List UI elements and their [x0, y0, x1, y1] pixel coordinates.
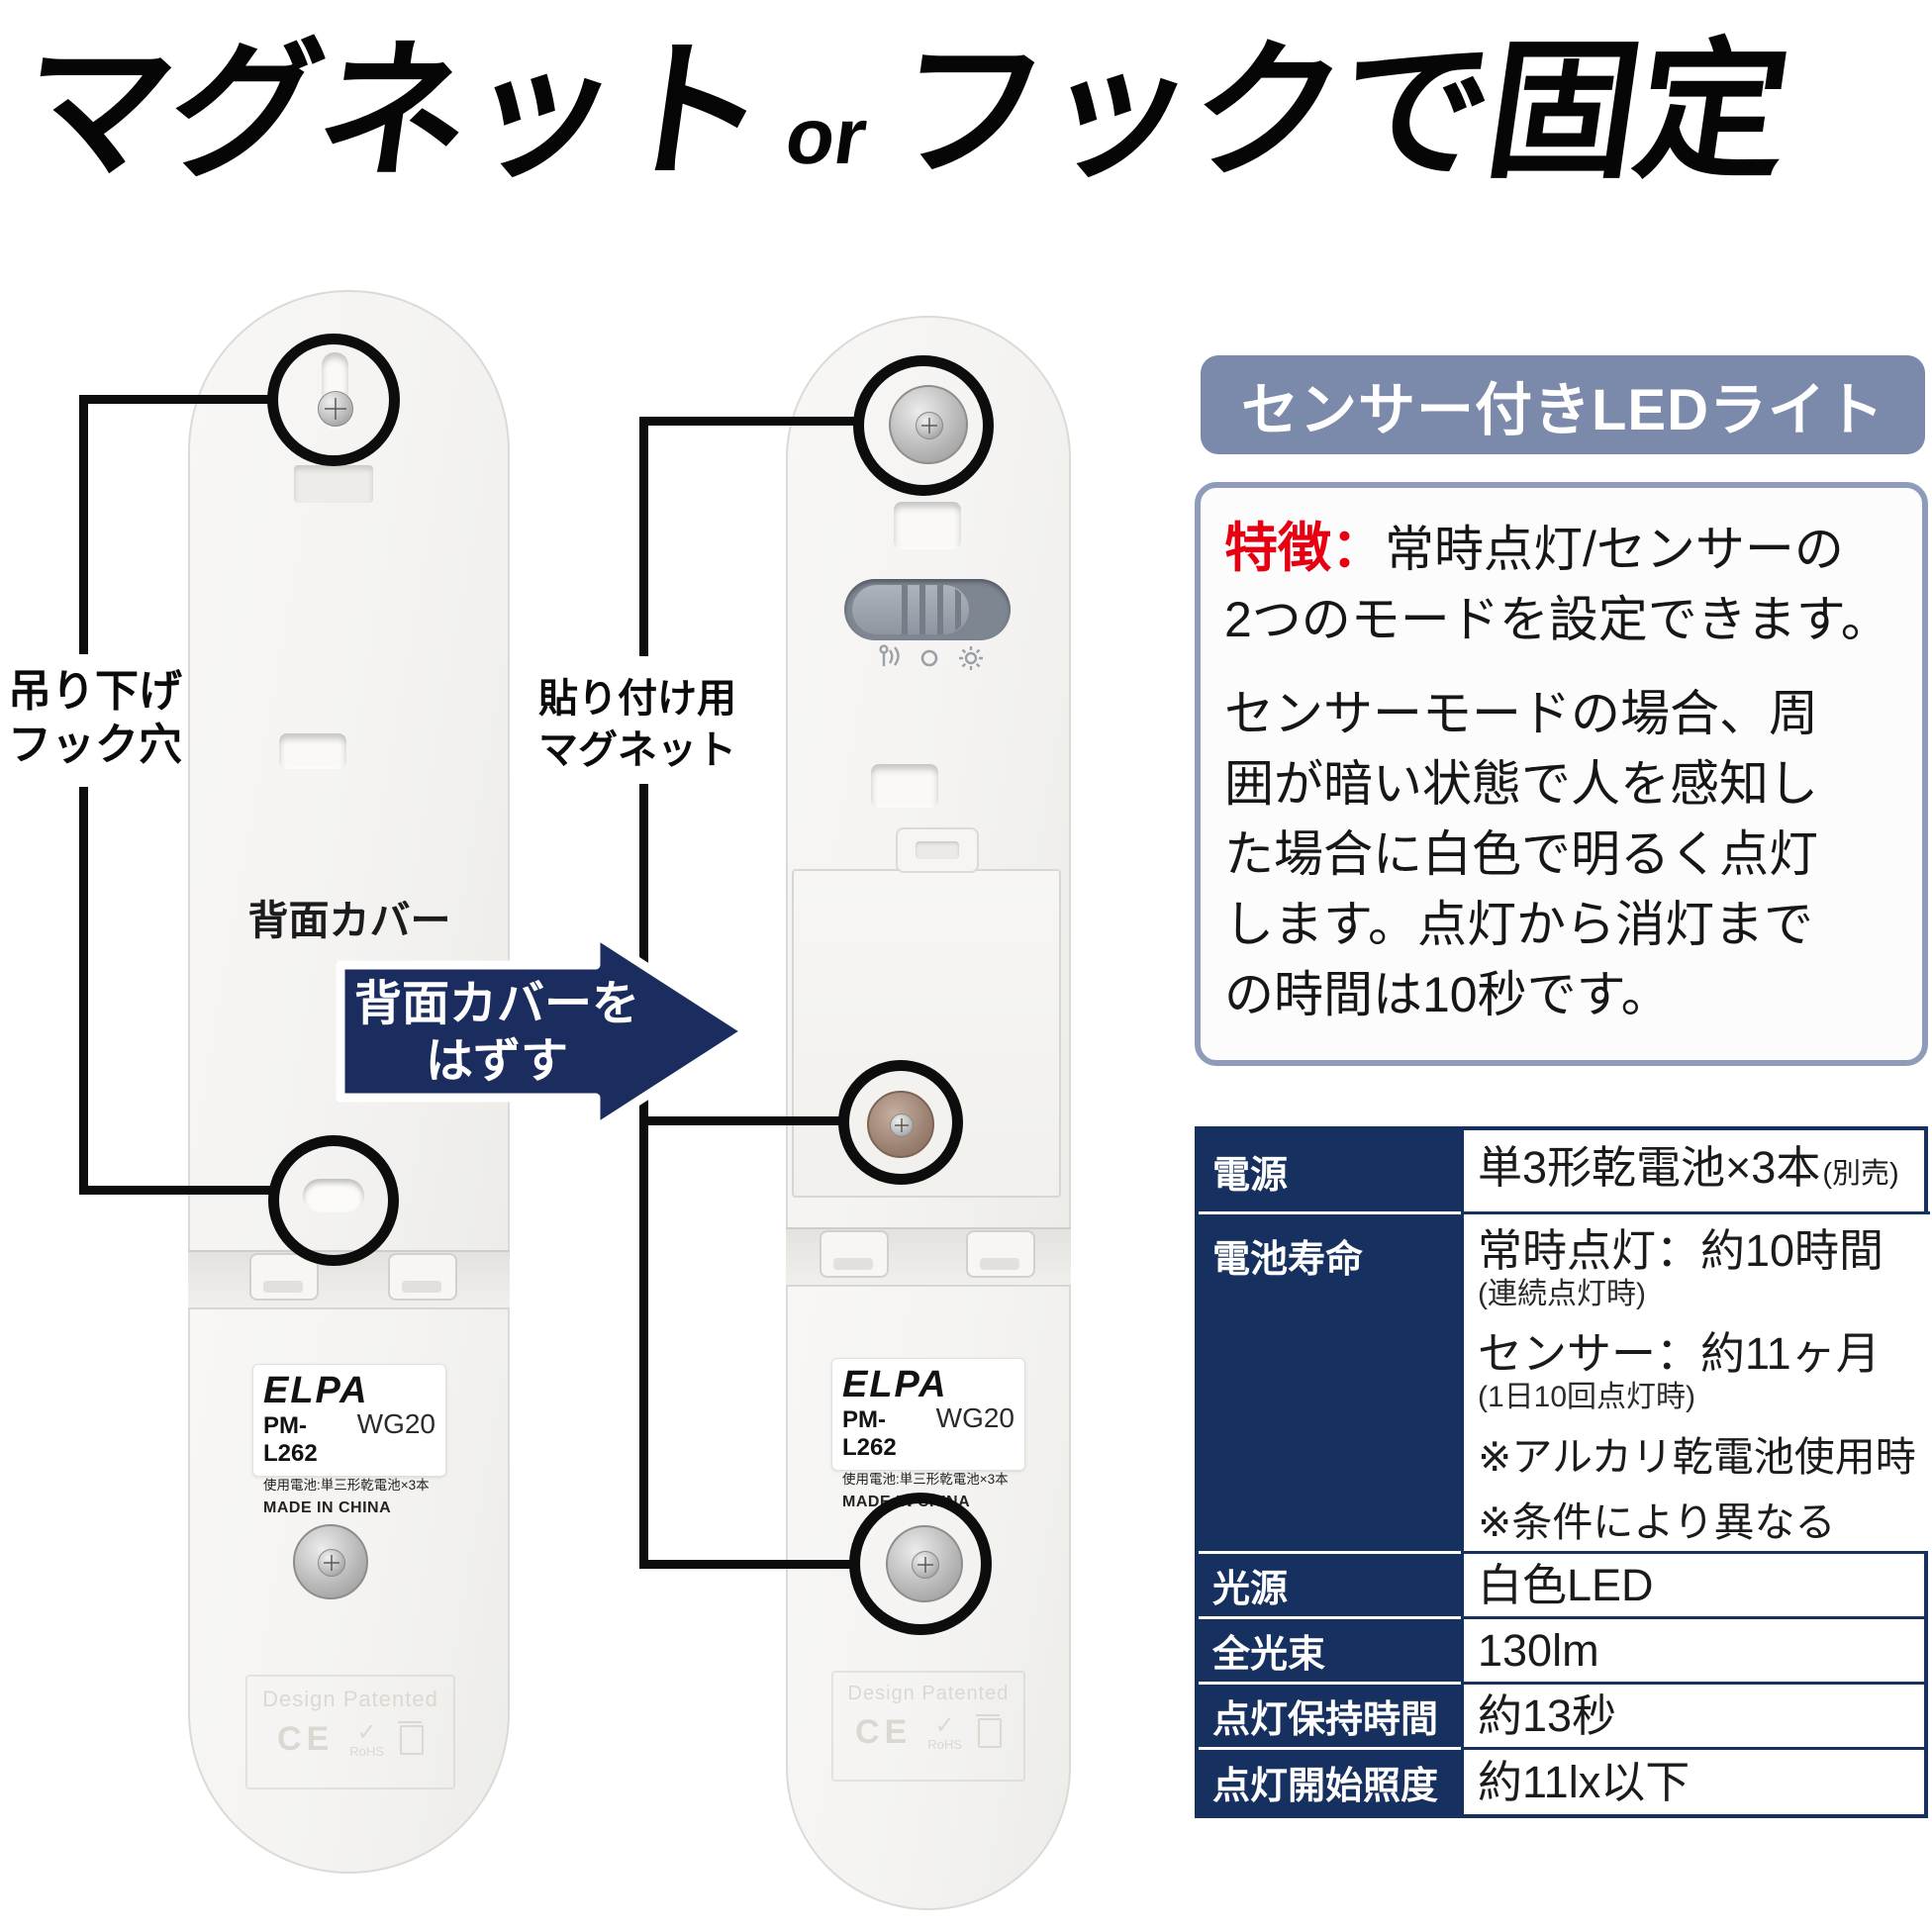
callout-line	[639, 417, 648, 656]
mode-icons	[876, 641, 985, 675]
color-code: WG20	[356, 1408, 435, 1439]
left-hinge-tab	[249, 1253, 319, 1301]
battery-note: 使用電池:単三形乾電池×3本	[842, 1472, 1009, 1487]
annotation-circle-bottom-magnet	[849, 1493, 992, 1635]
embossed-marks-left: Design Patented CE ✓ RoHS	[245, 1675, 455, 1789]
rohs-mark: ✓ RoHS	[349, 1719, 384, 1759]
magnet-label: 貼り付け用 マグネット	[538, 677, 736, 772]
callout-line	[79, 787, 88, 1195]
left-hinge-tab	[388, 1253, 457, 1301]
embossed-marks-right: Design Patented CE ✓ RoHS	[831, 1671, 1025, 1782]
spec-row-start-illuminance: 点灯開始照度 約11lx以下	[1199, 1747, 1924, 1814]
title-magnet: マグネット	[10, 28, 777, 196]
magnet-screw	[318, 1549, 345, 1577]
page-title: マグネット or フックで固定	[8, 18, 1932, 211]
feature-line-4: 囲が暗い状態で人を感知し	[1224, 756, 1818, 812]
callout-line	[639, 417, 855, 426]
origin-note: MADE IN CHINA	[263, 1499, 392, 1516]
feature-line-7: の時間は10秒です。	[1224, 967, 1671, 1022]
light-mode-icon	[959, 646, 983, 670]
spec-row-light-source: 光源 白色LED	[1199, 1551, 1924, 1616]
design-patented-text: Design Patented	[262, 1687, 438, 1711]
magnet-disc	[293, 1524, 368, 1599]
product-label-right: ELPA PM-L262 WG20 使用電池:単三形乾電池×3本 MADE IN…	[831, 1358, 1025, 1510]
annotation-circle-middle-magnet	[838, 1060, 963, 1185]
weee-bin-icon	[397, 1720, 424, 1755]
sensor-mode-icon	[879, 644, 900, 666]
spec-label: 光源	[1199, 1551, 1461, 1616]
design-patented-text: Design Patented	[847, 1683, 1010, 1704]
spec-row-power: 電源 単3形乾電池×3本 (別売)	[1199, 1130, 1924, 1211]
spec-value-note: (連続点灯時)	[1478, 1278, 1646, 1310]
ce-mark: CE	[277, 1720, 335, 1758]
callout-line	[79, 1186, 271, 1195]
left-device-top-recess	[294, 465, 373, 503]
feature-line-1: 特徴：常時点灯/センサーの	[1224, 519, 1844, 578]
model-number: PM-L262	[842, 1406, 897, 1461]
callout-line	[639, 1116, 839, 1125]
spec-value-note: (別売)	[1822, 1158, 1899, 1190]
right-hinge-tab	[820, 1230, 889, 1278]
weee-bin-icon	[975, 1713, 1002, 1748]
title-or: or	[780, 92, 873, 180]
remove-cover-arrow	[336, 929, 751, 1133]
callout-line	[639, 784, 648, 1569]
color-code: WG20	[935, 1402, 1014, 1433]
spec-label: 電池寿命	[1199, 1211, 1461, 1551]
spec-label: 点灯開始照度	[1199, 1747, 1461, 1814]
spec-value: 白色LED	[1478, 1559, 1654, 1610]
spec-value: 130lm	[1478, 1624, 1599, 1676]
left-device-middle-slot	[279, 733, 346, 769]
feature-description-box: 特徴：常時点灯/センサーの 2つのモードを設定できます。 センサーモードの場合、…	[1195, 482, 1928, 1066]
spec-label: 全光束	[1199, 1616, 1461, 1682]
feature-line-2: 2つのモードを設定できます。	[1224, 592, 1890, 647]
brand-logo: ELPA	[842, 1364, 948, 1405]
brand-logo: ELPA	[263, 1370, 369, 1411]
annotation-circle-top-magnet	[853, 355, 994, 496]
mode-slider-knob	[852, 585, 969, 634]
product-category-badge: センサー付きLEDライト	[1201, 355, 1925, 454]
spec-label: 電源	[1199, 1130, 1461, 1211]
spec-table: 電源 単3形乾電池×3本 (別売) 電池寿命 常時点灯：約10時間 (連続点灯時…	[1195, 1126, 1930, 1818]
battery-note: 使用電池:単三形乾電池×3本	[263, 1478, 430, 1493]
spec-value: 約11lx以下	[1478, 1756, 1690, 1807]
ce-mark: CE	[855, 1713, 913, 1751]
spec-value-note: ※条件により異なる	[1478, 1499, 1836, 1545]
annotation-circle-bottom-hole	[268, 1135, 399, 1266]
spec-value-note: (1日10回点灯時)	[1478, 1381, 1696, 1413]
annotation-circle-top-keyhole	[267, 334, 400, 466]
product-label-left: ELPA PM-L262 WG20 使用電池:単三形乾電池×3本 MADE IN…	[252, 1364, 446, 1516]
battery-cover-clip	[896, 827, 979, 873]
callout-line	[79, 395, 269, 404]
spec-value-note: ※アルカリ乾電池使用時	[1478, 1434, 1916, 1480]
callout-line	[639, 1560, 850, 1569]
spec-value: 常時点灯：約10時間	[1478, 1225, 1884, 1276]
right-hinge-tab	[966, 1230, 1035, 1278]
right-device-mid-slot	[871, 764, 938, 808]
feature-line-5: た場合に白色で明るく点灯	[1224, 826, 1818, 882]
hook-hole-label: 吊り下げ フック穴	[8, 667, 182, 769]
back-cover-label: 背面カバー	[247, 898, 451, 943]
feature-heading: 特徴：	[1224, 519, 1385, 578]
callout-line	[79, 395, 88, 654]
spec-value: センサー：約11ヶ月	[1478, 1328, 1881, 1379]
feature-line-3: センサーモードの場合、周	[1224, 686, 1818, 741]
rohs-mark: ✓ RoHS	[927, 1712, 962, 1752]
feature-line-6: します。点灯から消灯まで	[1224, 897, 1813, 952]
spec-row-hold-time: 点灯保持時間 約13秒	[1199, 1682, 1924, 1747]
title-hook: フックで固定	[883, 28, 1798, 196]
spec-row-battery-life: 電池寿命 常時点灯：約10時間 (連続点灯時) センサー：約11ヶ月 (1日10…	[1199, 1211, 1930, 1551]
spec-value: 単3形乾電池×3本	[1478, 1142, 1821, 1193]
remove-cover-arrow-text: 背面カバーを はずす	[353, 978, 639, 1088]
clip-slot	[916, 841, 959, 859]
off-mode-icon	[920, 649, 938, 667]
spec-label: 点灯保持時間	[1199, 1682, 1461, 1747]
spec-value: 約13秒	[1478, 1690, 1617, 1741]
spec-row-luminous-flux: 全光束 130lm	[1199, 1616, 1924, 1682]
model-number: PM-L262	[263, 1412, 318, 1467]
right-device-top-slot	[894, 502, 961, 549]
